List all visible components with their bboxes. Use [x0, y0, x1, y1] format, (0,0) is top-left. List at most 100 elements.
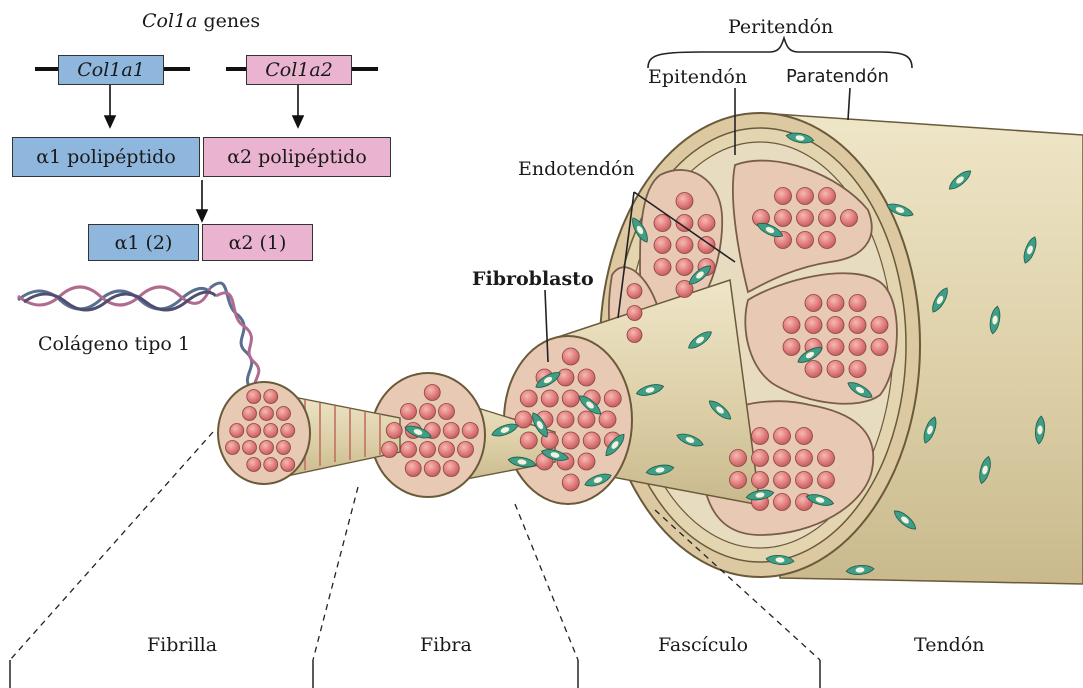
fibril-dot — [752, 472, 769, 489]
endotendon-label: Endotendón — [518, 158, 635, 180]
genes-title-italic: Col1a — [142, 10, 197, 32]
fibril-dot — [405, 461, 421, 477]
fibril-dot — [797, 210, 814, 227]
epitendon-label: Epitendón — [648, 66, 747, 88]
fibril-dot — [443, 423, 459, 439]
fibril-dot — [458, 442, 474, 458]
fibril-dot — [698, 215, 715, 232]
fibril-dot — [557, 411, 574, 428]
fibril-dot — [260, 441, 274, 455]
fibril-dot — [243, 441, 257, 455]
genes-title-rest: genes — [197, 10, 260, 32]
alpha2-polypeptide-box: α2 polipéptido — [203, 137, 391, 177]
fibril-dot — [562, 390, 579, 407]
level-tendon: Tendón — [914, 634, 985, 656]
fibril-dot — [775, 210, 792, 227]
fibril-dot — [827, 339, 844, 356]
fibril-dot — [439, 404, 455, 420]
fibril-dot — [520, 432, 537, 449]
collagen-type1-label: Colágeno tipo 1 — [38, 333, 190, 355]
fibril-dot — [557, 369, 574, 386]
level-fibrilla: Fibrilla — [147, 634, 217, 656]
fibril-dot — [264, 424, 278, 438]
fibril-dot — [382, 442, 398, 458]
fibril-dot — [247, 458, 261, 472]
fibril-dot — [796, 428, 813, 445]
fibril-dot — [627, 284, 642, 299]
fibril-dot — [849, 295, 866, 312]
fibril-dot — [796, 472, 813, 489]
genes-title: Col1a genes — [142, 10, 260, 32]
fibril-dot — [424, 385, 440, 401]
fibril-dot — [774, 428, 791, 445]
fibril-dot — [818, 450, 835, 467]
fibril-dot — [797, 232, 814, 249]
fibril-dot — [226, 441, 240, 455]
fibril-dot — [819, 188, 836, 205]
fibril-dot — [578, 411, 595, 428]
fibrilla-bundle — [218, 382, 400, 484]
fibril-dot — [827, 317, 844, 334]
level-fasciculo: Fascículo — [658, 634, 748, 656]
fibril-dot — [796, 450, 813, 467]
fibril-dot — [676, 193, 693, 210]
fibril-dot — [774, 472, 791, 489]
fibril-dot — [599, 411, 616, 428]
fibril-dot — [654, 215, 671, 232]
fibril-dot — [797, 188, 814, 205]
fibril-dot — [654, 237, 671, 254]
fibril-dot — [277, 441, 291, 455]
fibril-dot — [281, 424, 295, 438]
gene-col1a1-box: Col1a1 — [58, 55, 164, 85]
fibril-dot — [805, 295, 822, 312]
fibril-dot — [849, 339, 866, 356]
fibril-dot — [871, 317, 888, 334]
fibril-dot — [827, 361, 844, 378]
fibril-dot — [583, 432, 600, 449]
fibril-dot — [805, 361, 822, 378]
fibril-dot — [420, 442, 436, 458]
fibril-dot — [541, 390, 558, 407]
fibril-dot — [578, 453, 595, 470]
fibril-dot — [676, 259, 693, 276]
fibril-dot — [818, 472, 835, 489]
fibril-dot — [676, 237, 693, 254]
fibril-dot — [774, 494, 791, 511]
fibril-dot — [871, 339, 888, 356]
fibril-dot — [462, 423, 478, 439]
fibril-dot — [654, 259, 671, 276]
fibril-dot — [439, 442, 455, 458]
gene-col1a2-box: Col1a2 — [246, 55, 352, 85]
alpha2-chain-box: α2 (1) — [202, 224, 313, 261]
fibril-dot — [277, 407, 291, 421]
bottom-brackets — [10, 660, 820, 688]
fibril-dot — [819, 210, 836, 227]
fibril-dot — [819, 232, 836, 249]
fibril-dot — [752, 428, 769, 445]
fibril-dot — [827, 295, 844, 312]
fibril-dot — [264, 458, 278, 472]
fibril-dot — [243, 407, 257, 421]
fibril-dot — [604, 390, 621, 407]
fibril-dot — [230, 424, 244, 438]
level-fibra: Fibra — [420, 634, 472, 656]
fibril-dot — [260, 407, 274, 421]
paratendon-label: Paratendón — [786, 66, 889, 87]
fibril-dot — [841, 210, 858, 227]
fibril-dot — [424, 461, 440, 477]
fibril-dot — [443, 461, 459, 477]
fibril-dot — [247, 424, 261, 438]
fibril-dot — [849, 361, 866, 378]
fibril-dot — [783, 339, 800, 356]
fibroblast-label: Fibroblasto — [472, 268, 594, 290]
fibril-dot — [562, 348, 579, 365]
fibril-dot — [730, 450, 747, 467]
fibril-dot — [775, 188, 792, 205]
fibril-dot — [578, 369, 595, 386]
fibril-dot — [264, 390, 278, 404]
fibril-dot — [627, 328, 642, 343]
fibril-dot — [386, 423, 402, 439]
peritendon-label: Peritendón — [728, 16, 833, 38]
fibril-dot — [401, 404, 417, 420]
fibril-dot — [520, 390, 537, 407]
